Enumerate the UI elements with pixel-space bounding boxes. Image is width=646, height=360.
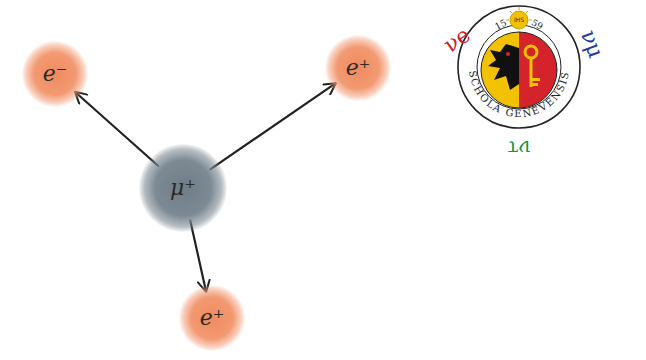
particle-blob: e⁻ <box>22 41 88 107</box>
particle-blob: e⁺ <box>325 35 391 101</box>
decay-arrow <box>210 84 335 170</box>
sun-emblem <box>506 7 532 29</box>
seal-motto: SCHOLA GENEVENSIS <box>467 70 571 119</box>
decay-arrow <box>76 92 159 166</box>
particle-blob: e⁺ <box>179 285 245 351</box>
particle-symbol: μ⁺ <box>170 177 196 199</box>
neutrino-label: νμ <box>577 27 607 61</box>
seal-ring-text: SCHOLA GENEVENSIS <box>467 70 571 119</box>
neutrino-label: ντ <box>507 138 530 158</box>
particle-symbol: e⁺ <box>200 307 225 329</box>
particle-symbol: e⁻ <box>43 63 68 85</box>
particle-symbol: e⁺ <box>346 57 371 79</box>
particle-blob: μ⁺ <box>139 144 227 232</box>
seal-monogram: IHS <box>514 17 524 23</box>
seal-outer-ring <box>458 6 580 128</box>
